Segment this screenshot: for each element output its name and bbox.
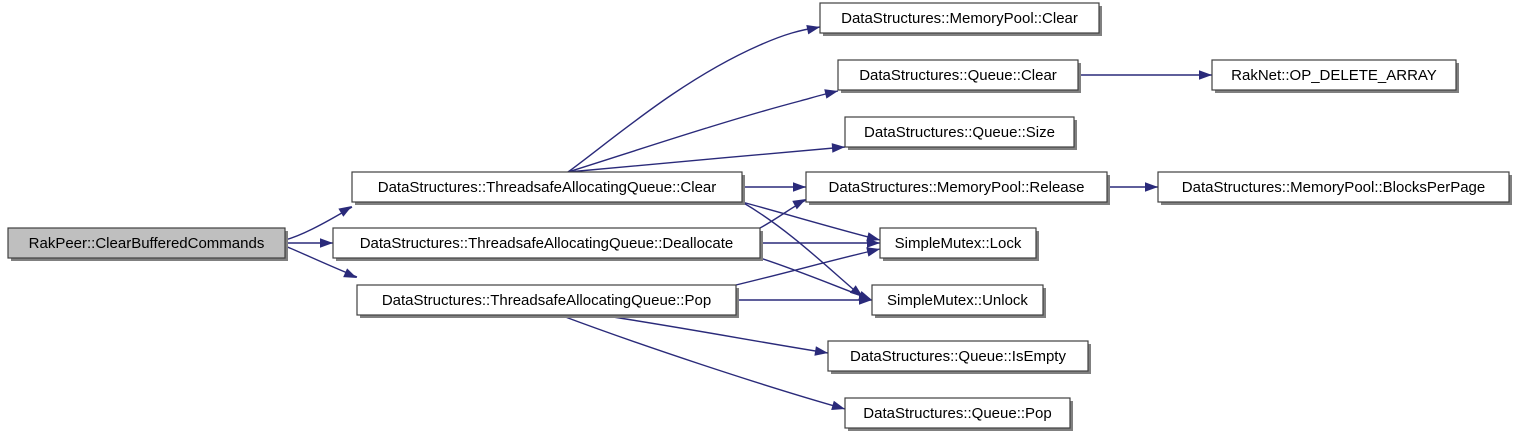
edge-arrowhead-icon [859, 295, 872, 305]
edge-arrowhead-icon [814, 346, 828, 356]
node-label: SimpleMutex::Unlock [887, 292, 1028, 309]
node-box[interactable] [871, 284, 1044, 316]
node-label: DataStructures::Queue::Size [864, 124, 1055, 141]
edge-tsaq-deallocate-to-mutex-lock [760, 238, 880, 248]
edge-line [567, 26, 821, 173]
edge-arrowhead-icon [1199, 70, 1212, 80]
node-queue-isempty[interactable]: DataStructures::Queue::IsEmpty [827, 340, 1091, 374]
node-mempool-clear[interactable]: DataStructures::MemoryPool::Clear [819, 2, 1102, 36]
node-mempool-release[interactable]: DataStructures::MemoryPool::Release [805, 171, 1110, 205]
edge-arrowhead-icon [866, 247, 880, 257]
edge-arrowhead-icon [320, 238, 333, 248]
node-label: DataStructures::Queue::Pop [863, 405, 1051, 422]
edge-line [741, 201, 881, 241]
edge-line [599, 314, 829, 354]
edge-tsaq-clear-to-mempool-release [742, 182, 806, 192]
edge-clearbufferedcommands-to-tsaq-pop [284, 245, 358, 278]
edge-tsaq-clear-to-mempool-clear [567, 25, 821, 173]
node-label: DataStructures::ThreadsafeAllocatingQueu… [378, 179, 717, 196]
node-mutex-lock[interactable]: SimpleMutex::Lock [879, 227, 1039, 261]
node-label: SimpleMutex::Lock [895, 235, 1022, 252]
node-label: RakNet::OP_DELETE_ARRAY [1231, 67, 1437, 84]
node-tsaq-clear[interactable]: DataStructures::ThreadsafeAllocatingQueu… [351, 171, 745, 205]
node-label: DataStructures::MemoryPool::Clear [841, 10, 1078, 27]
edge-line [559, 314, 846, 410]
node-box[interactable] [837, 59, 1079, 91]
edge-arrowhead-icon [867, 238, 880, 248]
node-label: DataStructures::MemoryPool::BlocksPerPag… [1182, 179, 1485, 196]
node-label: DataStructures::Queue::Clear [859, 67, 1057, 84]
node-op-delete-array[interactable]: RakNet::OP_DELETE_ARRAY [1211, 59, 1459, 93]
edge-queue-clear-to-op-delete-array [1078, 70, 1212, 80]
edge-arrowhead-icon [806, 25, 820, 35]
edge-clearbufferedcommands-to-tsaq-deallocate [285, 238, 333, 248]
edge-line [735, 248, 881, 286]
edge-arrowhead-icon [849, 285, 863, 297]
edge-tsaq-clear-to-queue-size [567, 143, 846, 173]
node-box[interactable] [7, 227, 286, 259]
nodes-layer: RakPeer::ClearBufferedCommandsDataStruct… [7, 2, 1512, 431]
node-box[interactable] [879, 227, 1037, 259]
edge-line [567, 146, 846, 173]
node-label: RakPeer::ClearBufferedCommands [29, 235, 265, 252]
edge-mempool-release-to-mempool-blocksperpage [1107, 182, 1158, 192]
edge-tsaq-pop-to-mutex-unlock [736, 295, 872, 305]
edges-layer [284, 25, 1212, 411]
edge-arrowhead-icon [1145, 182, 1158, 192]
edge-tsaq-pop-to-queue-isempty [599, 314, 829, 356]
node-mempool-blocksperpage[interactable]: DataStructures::MemoryPool::BlocksPerPag… [1157, 171, 1512, 205]
edge-tsaq-pop-to-queue-pop [559, 314, 846, 411]
edge-arrowhead-icon [792, 199, 806, 210]
edge-arrowhead-icon [824, 89, 838, 99]
node-box[interactable] [819, 2, 1100, 34]
node-box[interactable] [805, 171, 1108, 203]
node-clearbufferedcommands[interactable]: RakPeer::ClearBufferedCommands [7, 227, 288, 261]
node-label: DataStructures::ThreadsafeAllocatingQueu… [360, 235, 734, 252]
edge-tsaq-clear-to-mutex-unlock [741, 201, 863, 297]
edge-clearbufferedcommands-to-tsaq-clear [284, 206, 353, 241]
edge-line [567, 90, 839, 173]
edge-arrowhead-icon [793, 182, 806, 192]
node-box[interactable] [844, 116, 1075, 148]
edge-line [759, 257, 871, 300]
edge-arrowhead-icon [343, 268, 357, 278]
edge-tsaq-pop-to-mutex-lock [735, 247, 881, 286]
node-box[interactable] [356, 284, 737, 316]
node-box[interactable] [1211, 59, 1457, 91]
node-label: DataStructures::MemoryPool::Release [829, 179, 1085, 196]
node-box[interactable] [827, 340, 1089, 372]
node-box[interactable] [844, 397, 1071, 429]
edge-arrowhead-icon [831, 400, 845, 411]
node-label: DataStructures::Queue::IsEmpty [850, 348, 1066, 365]
node-tsaq-pop[interactable]: DataStructures::ThreadsafeAllocatingQueu… [356, 284, 739, 318]
edge-tsaq-clear-to-mutex-lock [741, 201, 881, 242]
edge-arrowhead-icon [338, 206, 352, 217]
edge-arrowhead-icon [866, 232, 880, 242]
node-queue-pop[interactable]: DataStructures::Queue::Pop [844, 397, 1073, 431]
edge-arrowhead-icon [831, 143, 845, 153]
node-box[interactable] [351, 171, 743, 203]
node-queue-clear[interactable]: DataStructures::Queue::Clear [837, 59, 1081, 93]
node-box[interactable] [1157, 171, 1510, 203]
edge-tsaq-deallocate-to-mempool-release [759, 199, 807, 229]
node-box[interactable] [332, 227, 761, 259]
node-mutex-unlock[interactable]: SimpleMutex::Unlock [871, 284, 1046, 318]
node-tsaq-deallocate[interactable]: DataStructures::ThreadsafeAllocatingQueu… [332, 227, 763, 261]
edge-line [741, 201, 861, 296]
edge-tsaq-clear-to-queue-clear [567, 89, 839, 173]
node-queue-size[interactable]: DataStructures::Queue::Size [844, 116, 1077, 150]
node-label: DataStructures::ThreadsafeAllocatingQueu… [382, 292, 711, 309]
